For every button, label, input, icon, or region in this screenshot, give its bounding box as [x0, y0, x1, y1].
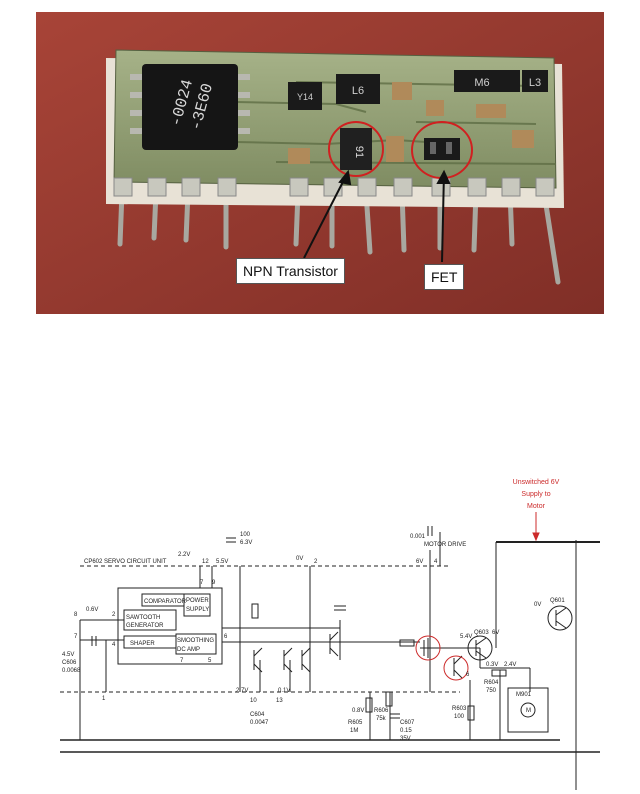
label-27v: 2.7V: [236, 688, 248, 694]
board-illustration: -0024 -3E60 Y14 L6 M6 L3 91: [36, 12, 604, 314]
block-supply: SUPPLY: [186, 607, 209, 613]
block-generator: GENERATOR: [126, 623, 164, 629]
npn-chip-marking: 91: [353, 146, 365, 158]
label-03v: 0.3V: [486, 662, 498, 668]
chip-mark-c2: L6: [352, 85, 364, 97]
fet-label: FET: [424, 264, 465, 290]
motor-drive-label: MOTOR DRIVE: [424, 542, 466, 548]
label-pin12: 12: [202, 559, 209, 565]
label-pin1: 1: [102, 696, 106, 702]
block-dc-amp: DC AMP: [177, 647, 200, 653]
supply-note-line3: Motor: [527, 503, 546, 510]
label-54v: 5.4V: [460, 634, 472, 640]
label-c604: C604: [250, 712, 265, 718]
chip-mark-c1: Y14: [297, 92, 313, 102]
label-0v-2: 0V: [296, 556, 303, 562]
label-24v: 2.4V: [504, 662, 516, 668]
label-pin9: 9: [212, 580, 216, 586]
label-pin6: 6: [224, 634, 228, 640]
label-pin2: 2: [314, 559, 318, 565]
label-pin6b: 6: [466, 672, 470, 678]
label-0vq: 0V: [534, 602, 541, 608]
label-01v: 0.1V: [278, 688, 290, 694]
npn-schematic-circle: [443, 655, 469, 681]
label-55v: 5.5V: [216, 559, 228, 565]
label-pin10: 10: [250, 698, 257, 704]
label-06v: 0.6V: [86, 607, 98, 613]
block-power: POWER: [186, 598, 209, 604]
label-6vb: 6V: [492, 630, 499, 636]
label-pin13: 13: [276, 698, 283, 704]
callout-arrows: [303, 169, 451, 263]
schematic-wiring: [60, 532, 600, 790]
label-pin4b: 4: [112, 642, 116, 648]
label-c607v: 0.15: [400, 728, 412, 734]
circuit-board-photo: -0024 -3E60 Y14 L6 M6 L3 91: [36, 12, 604, 314]
label-45v: 4.5V: [62, 652, 74, 658]
label-pin5: 5: [208, 658, 212, 664]
label-r606v: 75k: [376, 716, 387, 722]
chip-mark-c3: M6: [474, 77, 489, 89]
label-r604: R604: [484, 680, 499, 686]
label-pin8: 8: [74, 612, 78, 618]
servo-circuit-schematic: Unswitched 6V Supply to Motor: [60, 479, 600, 790]
block-shaper: SHAPER: [130, 641, 155, 647]
label-r604v: 750: [486, 688, 497, 694]
label-c100: 100: [240, 532, 251, 538]
block-smoothing: SMOOTHING: [177, 638, 214, 644]
block-sawtooth: SAWTOOTH: [126, 615, 160, 621]
smd-components: Y14 L6 M6 L3 91: [288, 70, 548, 170]
label-q603: Q603: [474, 630, 489, 636]
label-6v-4: 6V: [416, 559, 423, 565]
transistor-symbols: [91, 526, 573, 721]
label-22v: 2.2V: [178, 552, 190, 558]
label-c100v: 6.3V: [240, 540, 252, 546]
label-08v: 0.8V: [352, 708, 364, 714]
label-pin2b: 2: [112, 612, 116, 618]
main-ic-chip: -0024 -3E60: [130, 64, 250, 150]
label-pin7a: 7: [200, 580, 204, 586]
label-r605: R605: [348, 720, 363, 726]
label-c604v: 0.0047: [250, 720, 269, 726]
supply-arrow: [532, 512, 540, 542]
label-c607: C607: [400, 720, 415, 726]
label-pin4: 4: [434, 559, 438, 565]
label-c607v2: 35V: [400, 736, 411, 742]
label-q601: Q601: [550, 598, 565, 604]
unit-label: CP602 SERVO CIRCUIT UNIT: [84, 559, 167, 565]
label-r603v: 100: [454, 714, 465, 720]
label-motor-m: M: [526, 708, 531, 714]
label-c606v: 0.0068: [62, 668, 81, 674]
label-c606: C606: [62, 660, 77, 666]
label-r605v: 1M: [350, 728, 358, 734]
block-comparator: COMPARATOR: [144, 599, 187, 605]
supply-note-line2: Supply to: [521, 491, 550, 498]
chip-mark-c4: L3: [529, 77, 541, 89]
label-pin7b: 7: [74, 634, 78, 640]
npn-transistor-label: NPN Transistor: [236, 258, 345, 284]
label-m901: M901: [516, 692, 532, 698]
supply-note-line1: Unswitched 6V: [513, 479, 560, 486]
label-r606: R606: [374, 708, 389, 714]
label-pin7c: 7: [180, 658, 184, 664]
label-c001: 0.001: [410, 534, 426, 540]
label-r603: R603: [452, 706, 467, 712]
npn-highlight-circle: [328, 121, 384, 177]
fet-schematic-circle: [415, 635, 441, 661]
